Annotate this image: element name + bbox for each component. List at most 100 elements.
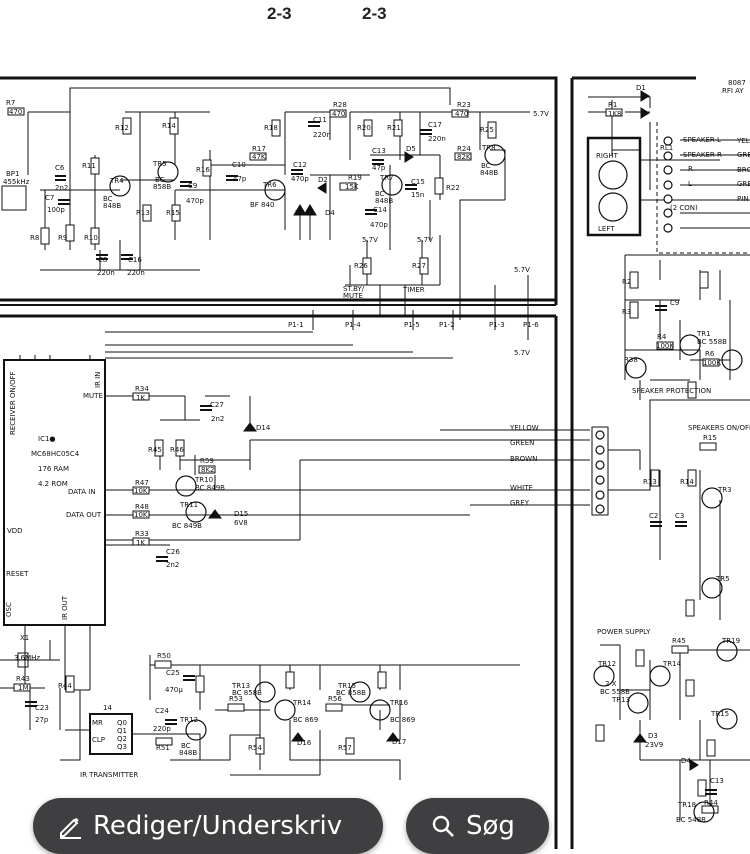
label-d3bv: 23V9 — [645, 741, 663, 749]
label-c12: C12 — [293, 161, 307, 169]
label-tr19: TR19 — [721, 637, 740, 645]
label-r6v: 100K — [703, 359, 721, 367]
label-spkon: SPEAKERS ON/OFF — [688, 424, 750, 432]
label-spkl: SPEAKER L — [683, 136, 721, 144]
label-c25v: 470µ — [165, 686, 183, 694]
label-c16: C16 — [128, 256, 142, 264]
label-osc: OSC — [5, 602, 13, 617]
label-bp1: BP1 — [6, 170, 19, 178]
label-gre: GRE — [737, 151, 750, 159]
label-mutepin: MUTE — [83, 392, 103, 400]
label-r23v: 470 — [455, 110, 468, 118]
label-tr4v: 848B — [103, 202, 121, 210]
label-r7v: 470 — [9, 108, 22, 116]
label-datain: DATA IN — [68, 488, 96, 496]
label-r18: R18 — [264, 124, 278, 132]
label-c14: C14 — [373, 206, 387, 214]
label-r13: R13 — [136, 209, 150, 217]
label-pin: PIN — [737, 195, 749, 203]
label-c27v: 2n2 — [211, 415, 224, 423]
label-d2: D2 — [318, 176, 328, 184]
label-r56: R56 — [328, 695, 342, 703]
label-tr11v: BC 849B — [172, 522, 202, 530]
label-q3: Q3 — [117, 743, 127, 751]
label-r15b: R15 — [703, 434, 717, 442]
label-r17: R17 — [252, 145, 266, 153]
label-vdd: VDD — [7, 527, 23, 535]
label-tr12b: TR12 — [597, 660, 616, 668]
label-c23v: 27p — [35, 716, 49, 724]
label-irtx: IR TRANSMITTER — [80, 771, 138, 779]
label-r7: R7 — [6, 99, 15, 107]
label-tr5t: BC — [155, 176, 165, 184]
pencil-icon — [60, 817, 81, 839]
search-icon — [432, 815, 454, 837]
label-r4v: 100K — [656, 342, 674, 350]
edit-sign-button[interactable]: Rediger/Underskriv — [33, 798, 383, 854]
label-c9: C9 — [188, 182, 197, 190]
label-57v-c: 5.7V — [417, 236, 433, 244]
label-r54: R54 — [248, 744, 262, 752]
label-tr10: TR10 — [194, 476, 213, 484]
label-r34: R34 — [135, 385, 149, 393]
label-r28: R28 — [333, 101, 347, 109]
label-tr13: TR13 — [231, 682, 250, 690]
search-button[interactable]: Søg — [406, 798, 549, 854]
label-r24: R24 — [457, 145, 471, 153]
label-r57: R57 — [338, 744, 352, 752]
label-left: LEFT — [598, 225, 615, 233]
label-r34v: 1K — [136, 394, 145, 402]
label-x1: X1 — [20, 634, 29, 642]
label-q2: Q2 — [117, 735, 127, 743]
label-c25: C25 — [166, 669, 180, 677]
label-d4: D4 — [325, 209, 335, 217]
label-reset: RESET — [6, 570, 29, 578]
label-tr8t: BC — [481, 162, 491, 170]
label-r10: R10 — [84, 234, 98, 242]
label-tr11: TR11 — [179, 501, 198, 509]
label-tr4t: BC — [103, 195, 113, 203]
label-c13: C13 — [372, 147, 386, 155]
label-p1-6: P1-6 — [523, 321, 539, 329]
label-d5: D5 — [406, 145, 416, 153]
label-d14: D14 — [256, 424, 271, 432]
label-r1: R1 — [608, 101, 617, 109]
label-r43: R43 — [16, 675, 30, 683]
label-r1v: 1K8 — [608, 110, 622, 118]
label-r14b: R14 — [680, 478, 694, 486]
label-c17v: 220n — [428, 135, 446, 143]
label-bp1v: 455kHz — [3, 178, 30, 186]
label-r53: R53 — [229, 695, 243, 703]
label-q1: Q1 — [117, 727, 127, 735]
label-tr10v: BC 849B — [195, 484, 225, 492]
label-tr16: TR16 — [389, 699, 409, 707]
label-r33: R33 — [135, 530, 149, 538]
label-d1: D1 — [636, 84, 646, 92]
label-rfi: RFI AY — [722, 87, 744, 95]
label-r14: R14 — [162, 122, 176, 130]
label-tr6: TR6 — [262, 181, 277, 189]
label-c27: C27 — [210, 401, 224, 409]
label-ram: 176 RAM — [38, 465, 69, 473]
label-con1: (2 CON) — [670, 204, 698, 212]
label-c15v: 15n — [411, 191, 424, 199]
label-d15v: 6V8 — [234, 519, 248, 527]
label-spkr: SPEAKER R — [683, 151, 722, 159]
label-c13b: C13 — [710, 777, 724, 785]
label-r15: R15 — [166, 209, 180, 217]
label-r2: R2 — [622, 278, 631, 286]
label-c2: C2 — [649, 512, 658, 520]
label-r12: R12 — [115, 124, 129, 132]
label-c15: C15 — [411, 178, 425, 186]
label-mr: MR — [92, 719, 103, 727]
label-r17v: 47K — [252, 153, 266, 161]
label-c11v: 220n — [313, 131, 331, 139]
label-brown: BROWN — [510, 455, 537, 463]
label-c10v: 47p — [233, 175, 247, 183]
label-tr4: TR4 — [109, 177, 124, 185]
label-r45b: R45 — [672, 637, 686, 645]
label-r26: R26 — [354, 262, 368, 270]
label-c9v: 470p — [186, 197, 204, 205]
label-tr16v: BC 869 — [390, 716, 415, 724]
